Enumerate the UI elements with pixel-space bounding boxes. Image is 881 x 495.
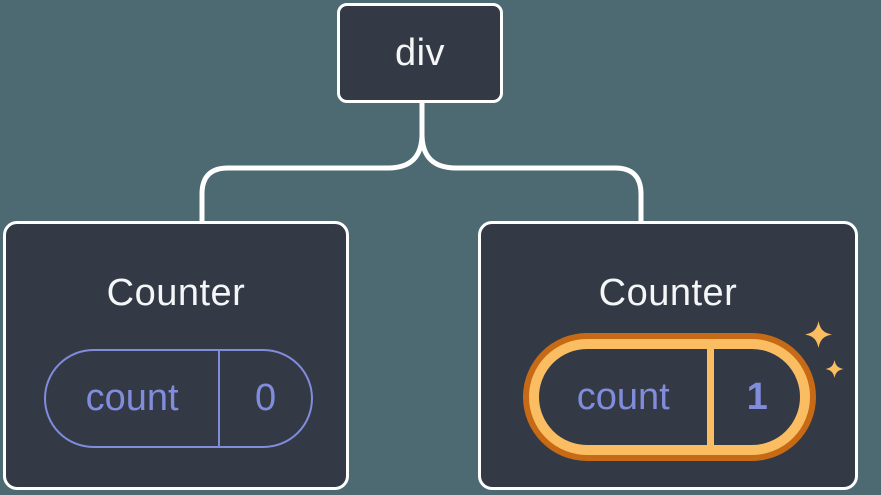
state-name: count <box>539 349 715 445</box>
root-node-label: div <box>394 31 446 74</box>
root-node: div <box>337 3 503 103</box>
sparkle-small <box>825 360 844 378</box>
state-value: 1 <box>746 375 768 418</box>
connector-left-branch <box>199 101 425 222</box>
connector-right-branch <box>419 101 644 222</box>
state-pill: count 0 <box>44 349 313 448</box>
counter-card-unchanged: Counter count 0 <box>3 221 349 490</box>
state-name: count <box>46 351 221 446</box>
state-pill-highlighted: count 1 <box>529 339 810 455</box>
counter-title: Counter <box>106 272 246 314</box>
sparkles-icon <box>805 321 844 378</box>
counter-card-changed: Counter count 1 <box>478 221 858 490</box>
state-value: 0 <box>255 377 277 419</box>
sparkle-large <box>805 321 832 348</box>
counter-title: Counter <box>598 272 738 314</box>
